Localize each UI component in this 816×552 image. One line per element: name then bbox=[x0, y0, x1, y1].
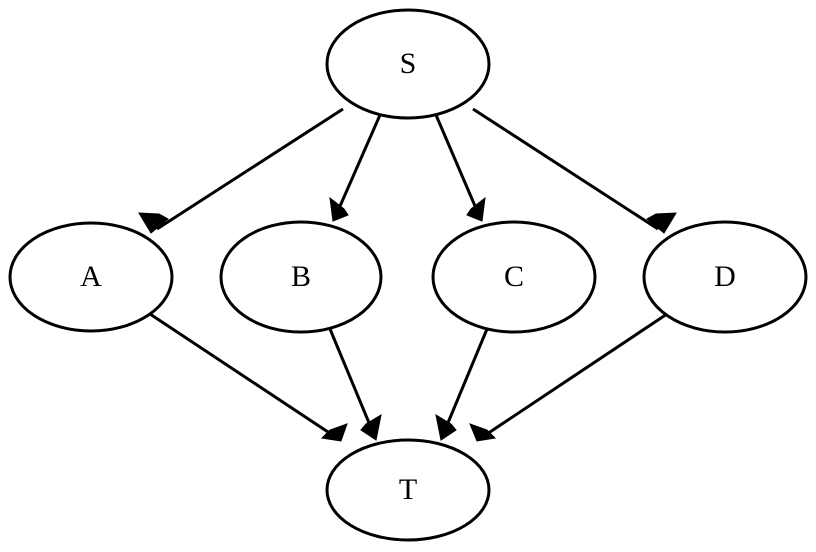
edge-c-t-line bbox=[443, 328, 489, 431]
node-c-label: C bbox=[504, 260, 524, 293]
edge-s-b-line bbox=[335, 114, 382, 214]
edge-s-d-arrowhead bbox=[646, 212, 677, 234]
node-a-label: A bbox=[80, 260, 102, 293]
edge-s-a-arrowhead bbox=[138, 212, 169, 234]
edge-s-c[interactable] bbox=[434, 114, 486, 222]
node-d-label: D bbox=[714, 260, 736, 293]
node-s-ellipse bbox=[325, 8, 491, 120]
edge-c-t[interactable] bbox=[435, 328, 489, 441]
node-c-ellipse bbox=[431, 220, 597, 334]
node-group: S A B C D T bbox=[8, 8, 808, 542]
edge-a-t-line bbox=[149, 312, 335, 438]
node-d-ellipse bbox=[642, 220, 808, 334]
node-s[interactable]: S bbox=[325, 8, 491, 120]
edge-a-t[interactable] bbox=[149, 312, 348, 442]
edge-s-c-arrowhead bbox=[466, 196, 486, 222]
edge-s-d-line bbox=[472, 107, 659, 231]
node-t[interactable]: T bbox=[325, 438, 491, 542]
edge-d-t-line bbox=[483, 312, 668, 438]
node-a[interactable]: A bbox=[8, 221, 174, 333]
node-d[interactable]: D bbox=[642, 220, 808, 334]
node-t-ellipse bbox=[325, 438, 491, 542]
node-b[interactable]: B bbox=[219, 220, 383, 334]
edge-s-d[interactable] bbox=[472, 107, 677, 234]
edge-s-c-line bbox=[434, 114, 480, 214]
edge-b-t-line bbox=[328, 328, 374, 431]
edge-s-a[interactable] bbox=[138, 107, 344, 234]
edge-a-t-arrowhead bbox=[320, 423, 348, 442]
edge-s-a-line bbox=[156, 107, 344, 231]
edge-b-t-arrowhead bbox=[360, 413, 382, 441]
edge-s-b-arrowhead bbox=[329, 196, 349, 222]
node-b-label: B bbox=[291, 260, 311, 293]
node-c[interactable]: C bbox=[431, 220, 597, 334]
node-s-label: S bbox=[400, 47, 417, 80]
edge-s-b[interactable] bbox=[329, 114, 382, 222]
edge-b-t[interactable] bbox=[328, 328, 382, 441]
edge-c-t-arrowhead bbox=[435, 413, 457, 441]
node-a-ellipse bbox=[8, 221, 174, 333]
edge-d-t-arrowhead bbox=[469, 423, 497, 442]
edge-d-t[interactable] bbox=[469, 312, 668, 442]
edge-group bbox=[138, 107, 677, 442]
node-b-ellipse bbox=[219, 220, 383, 334]
node-t-label: T bbox=[399, 473, 417, 506]
